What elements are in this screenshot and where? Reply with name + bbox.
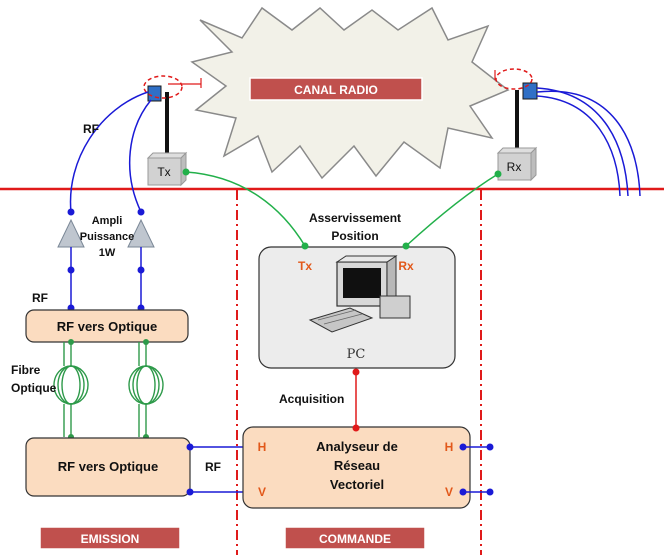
tx-box: [146, 151, 188, 187]
pc-rx-label: Rx: [398, 259, 414, 273]
acquisition-label: Acquisition: [279, 392, 344, 406]
rf-to-optical-box-bottom: [25, 437, 191, 497]
junction-dot: [182, 168, 190, 176]
junction-dot: [67, 266, 75, 274]
rf-mid-label: RF: [32, 291, 48, 305]
junction-dot: [402, 242, 410, 250]
fibre-label-2: Optique: [11, 381, 57, 395]
rf-to-optical-bottom-label: RF vers Optique: [58, 459, 158, 474]
vna-label-2: Réseau: [334, 458, 380, 473]
ampli-label-2: Puissance: [80, 231, 134, 243]
asserv-label-2: Position: [331, 229, 378, 243]
emission-tag: [39, 526, 181, 550]
canal-radio-label: CANAL RADIO: [294, 83, 378, 97]
junction-dot: [186, 488, 194, 496]
tx-label: Tx: [157, 165, 170, 179]
rx-rf-cable-2: [536, 95, 621, 197]
junction-dot: [486, 488, 494, 496]
junction-dot: [352, 424, 360, 432]
vna-h-right-label: H: [445, 440, 454, 454]
junction-dot: [137, 266, 145, 274]
pc-box: [258, 246, 456, 369]
rx-rf-cable-1: [536, 87, 629, 197]
junction-dot: [301, 242, 309, 250]
rf-to-optical-box-top: [25, 309, 189, 343]
pc-tx-label: Tx: [298, 259, 312, 273]
fibre-coil-right: [128, 342, 164, 437]
junction-dot: [137, 208, 145, 216]
junction-dot: [68, 339, 74, 345]
rx-antenna: [494, 68, 538, 155]
junction-dot: [486, 443, 494, 451]
pc-label: PC: [347, 347, 366, 362]
junction-dot: [186, 443, 194, 451]
commande-tag: [284, 526, 426, 550]
tx-rf-cable-2: [128, 99, 152, 213]
emission-label: EMISSION: [81, 532, 140, 546]
junction-dot: [459, 488, 467, 496]
vna-label-3: Vectoriel: [330, 477, 384, 492]
ampli-label-3: 1W: [99, 247, 116, 259]
rx-rf-cable-3: [536, 90, 641, 197]
junction-dot: [352, 368, 360, 376]
vna-h-left-label: H: [258, 440, 267, 454]
rx-box: [496, 146, 538, 182]
commande-label: COMMANDE: [319, 532, 391, 546]
canal-radio-tag: [249, 77, 423, 101]
tx-rf-cable-1: [69, 91, 149, 213]
junction-dot: [143, 339, 149, 345]
junction-dot: [494, 170, 502, 178]
rx-control-line: [405, 173, 499, 247]
junction-dot: [67, 208, 75, 216]
tx-control-line: [185, 171, 306, 247]
tx-antenna: [143, 75, 202, 155]
vna-v-right-label: V: [445, 485, 453, 499]
rx-label: Rx: [507, 160, 522, 174]
ampli-label-1: Ampli: [92, 215, 123, 227]
asserv-label-1: Asservissement: [309, 211, 401, 225]
fibre-label-1: Fibre: [11, 363, 41, 377]
rf-top-label: RF: [83, 122, 99, 136]
fibre-coil-left: [53, 342, 89, 437]
vna-label-1: Analyseur de: [316, 439, 398, 454]
rf-to-optical-top-label: RF vers Optique: [57, 319, 157, 334]
vna-v-left-label: V: [258, 485, 266, 499]
computer-icon: [308, 255, 411, 333]
rf-bottom-label: RF: [205, 460, 221, 474]
junction-dot: [459, 443, 467, 451]
